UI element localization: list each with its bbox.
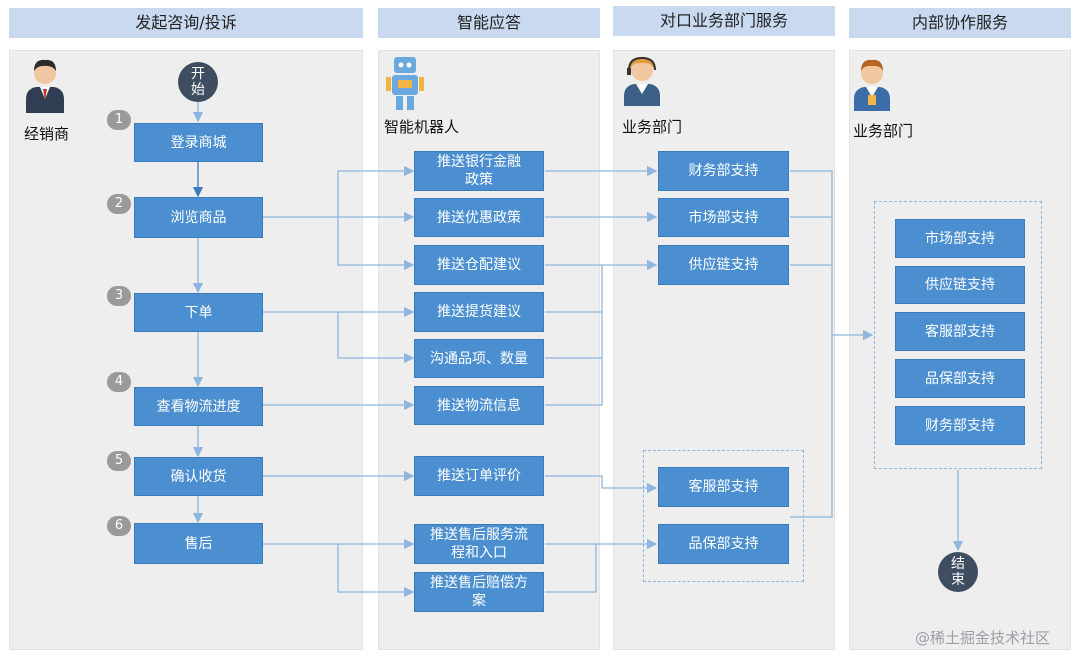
robot-action-box[interactable]: 推送订单评价 — [414, 456, 544, 496]
lane-header-internal: 内部协作服务 — [849, 8, 1071, 38]
step-badge: 5 — [107, 451, 131, 471]
counterpart-support-box[interactable]: 财务部支持 — [658, 151, 789, 191]
role-dept2-label: 业务部门 — [853, 122, 914, 140]
dealer-step-box[interactable]: 浏览商品 — [134, 197, 263, 238]
lane-header-counterpart: 对口业务部门服务 — [613, 6, 835, 36]
internal-support-box[interactable]: 供应链支持 — [895, 266, 1025, 304]
robot-action-box[interactable]: 推送物流信息 — [414, 386, 544, 425]
lane-header-smart: 智能应答 — [378, 8, 600, 38]
robot-action-box[interactable]: 推送仓配建议 — [414, 245, 544, 285]
dealer-step-box[interactable]: 售后 — [134, 523, 263, 564]
step-badge: 1 — [107, 110, 131, 130]
dealer-step-box[interactable]: 查看物流进度 — [134, 387, 263, 426]
role-dealer-label: 经销商 — [24, 125, 70, 143]
step-badge: 3 — [107, 286, 131, 306]
robot-action-box[interactable]: 推送优惠政策 — [414, 198, 544, 237]
dealer-icon — [26, 59, 64, 113]
service-agent-icon — [624, 56, 660, 106]
internal-support-box[interactable]: 市场部支持 — [895, 219, 1025, 258]
end-node: 结 束 — [938, 552, 978, 592]
lane-counterpart-bg — [613, 50, 835, 650]
robot-action-box[interactable]: 推送银行金融 政策 — [414, 151, 544, 191]
dealer-step-box[interactable]: 下单 — [134, 293, 263, 332]
robot-action-box[interactable]: 沟通品项、数量 — [414, 339, 544, 378]
counterpart-support-box[interactable]: 供应链支持 — [658, 245, 789, 285]
step-badge: 4 — [107, 372, 131, 392]
internal-group-frame — [874, 201, 1042, 469]
dealer-step-box[interactable]: 登录商城 — [134, 123, 263, 162]
robot-action-box[interactable]: 推送售后赔偿方 案 — [414, 572, 544, 612]
internal-support-box[interactable]: 财务部支持 — [895, 406, 1025, 445]
role-robot-label: 智能机器人 — [384, 118, 460, 136]
staff-icon — [854, 59, 890, 111]
counterpart-support-box[interactable]: 品保部支持 — [658, 524, 789, 564]
counterpart-support-box[interactable]: 客服部支持 — [658, 467, 789, 507]
robot-icon — [386, 57, 424, 110]
step-badge: 6 — [107, 516, 131, 536]
step-badge: 2 — [107, 194, 131, 214]
watermark: @稀土掘金技术社区 — [915, 629, 1051, 647]
internal-support-box[interactable]: 品保部支持 — [895, 359, 1025, 398]
start-node: 开 始 — [178, 62, 218, 102]
robot-action-box[interactable]: 推送提货建议 — [414, 292, 544, 332]
counterpart-group-frame — [643, 450, 804, 582]
role-dept1-label: 业务部门 — [622, 118, 683, 136]
internal-support-box[interactable]: 客服部支持 — [895, 312, 1025, 351]
lane-header-dealer: 发起咨询/投诉 — [9, 8, 363, 38]
dealer-step-box[interactable]: 确认收货 — [134, 457, 263, 496]
counterpart-support-box[interactable]: 市场部支持 — [658, 198, 789, 237]
robot-action-box[interactable]: 推送售后服务流 程和入口 — [414, 524, 544, 564]
